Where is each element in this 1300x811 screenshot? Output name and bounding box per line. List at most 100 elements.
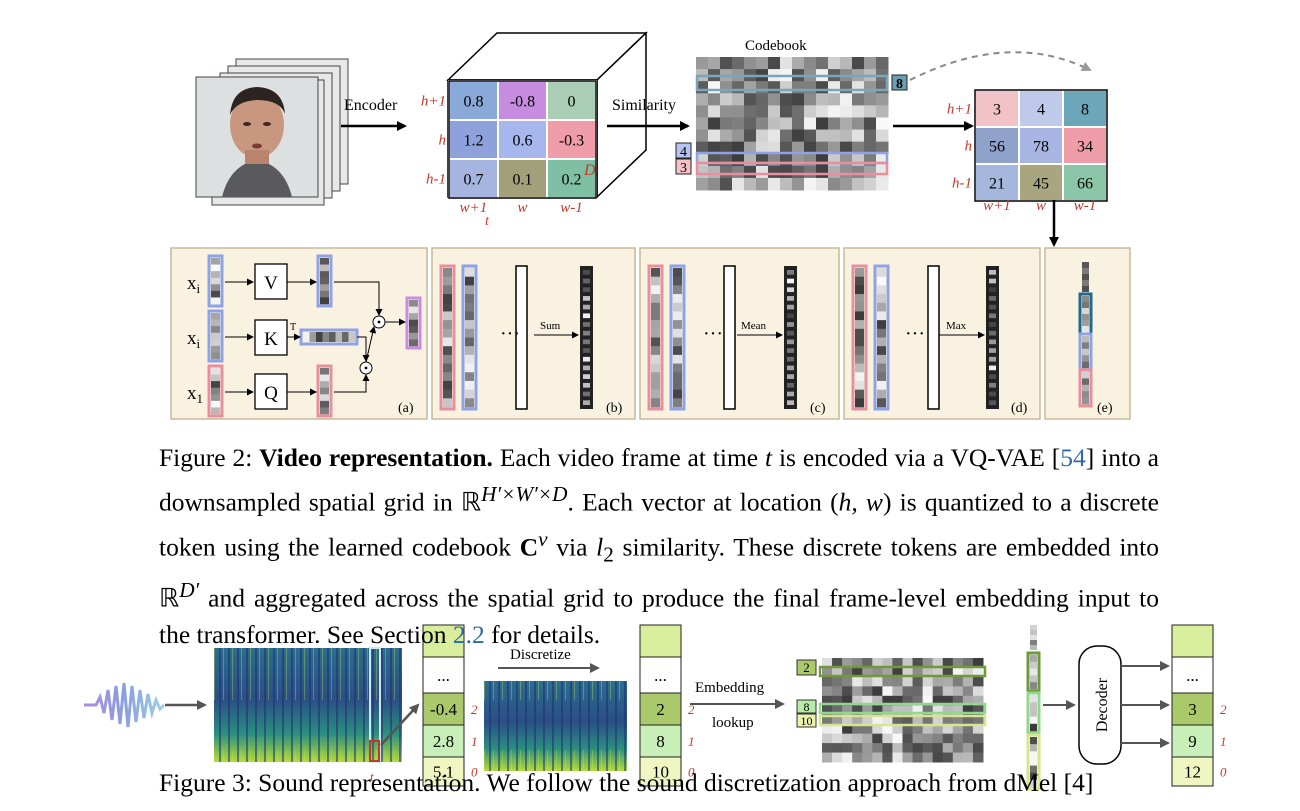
vector-cell (855, 294, 864, 304)
codebook-cell (828, 177, 841, 191)
audio-codebook-cell (892, 658, 903, 668)
caption-text: ) is quantized to a discrete token using… (159, 487, 1159, 562)
op-sum: Sum (540, 320, 561, 332)
audio-codebook-cell (962, 714, 974, 725)
vector-cell (211, 345, 220, 353)
codebook-cell (708, 165, 721, 179)
vector-cell (211, 407, 220, 415)
codebook-cell (792, 57, 805, 70)
vector (316, 364, 333, 418)
ellipsis-c: ··· (703, 323, 723, 345)
vector-cell (465, 268, 474, 277)
codebook-cell (708, 117, 721, 131)
audio-codebook-cell (972, 676, 984, 687)
codebook-cell (768, 81, 781, 94)
grid-cell-value: 4 (1037, 102, 1045, 119)
caption-title: Video representation. (259, 443, 493, 472)
audio-codebook-cell (872, 714, 883, 725)
citation-link[interactable]: 54 (1060, 443, 1086, 472)
vector-cell (443, 354, 452, 364)
section-link[interactable]: 2.2 (452, 619, 485, 649)
vector-cell (320, 277, 329, 285)
vector-cell (855, 363, 864, 373)
codebook-cell (792, 93, 805, 106)
vector-cell (211, 352, 220, 360)
codebook-cell (744, 105, 757, 118)
vector (669, 264, 686, 411)
audio-codebook-cell (882, 724, 893, 735)
codebook-cell (720, 81, 733, 94)
grid-cell-value: 21 (989, 176, 1005, 193)
vector-cell (583, 330, 590, 336)
codebook-cell (780, 165, 793, 179)
vector-cell (1082, 296, 1089, 303)
audio-codebook-cell (912, 676, 924, 687)
vector-cell (583, 313, 590, 319)
vector-cell (1082, 384, 1089, 392)
vector-cell (443, 380, 452, 390)
codebook-cell (876, 57, 889, 70)
vector-cell (1082, 314, 1089, 321)
audio-codebook-cell (872, 667, 883, 678)
row-label: h (439, 133, 447, 149)
vector-cell (211, 374, 220, 382)
audio-codebook-cell (882, 667, 893, 678)
audio-codebook-cell (922, 714, 934, 725)
audio-codebook-cell (922, 658, 934, 668)
index-8-badge (891, 74, 908, 91)
audio-codebook-cell (882, 733, 893, 744)
grid-cell-value: -0.3 (559, 133, 584, 150)
codebook-cell (744, 117, 757, 131)
vector-cell (989, 287, 996, 293)
vector (1026, 733, 1041, 791)
K-label: K (264, 329, 278, 350)
codebook-cell (792, 165, 805, 179)
caption-math: h, w (838, 487, 883, 517)
audio-codebook-cell (862, 667, 873, 678)
vector-cell (989, 365, 996, 371)
column-cell (1171, 724, 1214, 758)
codebook-cell (720, 57, 733, 70)
figure-3-caption-partial: Figure 3: Sound representation. We follo… (159, 768, 1094, 797)
audio-codebook-cell (902, 658, 914, 668)
codebook-cell (792, 153, 805, 167)
audio-codebook-cell (912, 658, 924, 668)
vector (1026, 691, 1041, 735)
audio-codebook-cell (892, 705, 903, 716)
vector (461, 264, 478, 411)
vector-cell (1030, 625, 1037, 630)
grid-cell-value: 1.2 (464, 133, 484, 150)
vector (207, 254, 224, 308)
codebook-cell (816, 93, 829, 106)
audio-codebook-cell (902, 714, 914, 725)
codebook-cell (804, 105, 817, 118)
codebook-cell (780, 117, 793, 131)
vector-cell (989, 400, 996, 405)
column-cell (639, 756, 682, 787)
decoder-label: Decoder (1094, 677, 1111, 732)
similarity-label: Similarity (612, 97, 676, 114)
codebook-cell (720, 105, 733, 118)
codebook-cell (828, 153, 841, 167)
vector-cell (211, 339, 220, 347)
vector-cell (787, 296, 794, 301)
vector-cell (409, 300, 418, 307)
audio-codebook-cell (822, 705, 833, 716)
codebook-cell (756, 57, 769, 70)
vector-cell (673, 346, 682, 356)
audio-codebook-cell (952, 676, 964, 687)
audio-codebook-cell (852, 733, 863, 744)
codebook-cell (744, 93, 757, 106)
audio-codebook-cell (852, 714, 863, 725)
vector-cell (855, 302, 864, 312)
vector (1026, 651, 1041, 693)
audio-codebook-cell (922, 695, 934, 706)
vector-cell (877, 346, 886, 356)
audio-codebook-cell (822, 752, 833, 763)
audio-codebook-cell (912, 743, 924, 754)
vector-cell (673, 372, 682, 382)
vector (207, 309, 224, 363)
encoder-label: Encoder (344, 97, 398, 114)
vector-cell (673, 398, 682, 408)
